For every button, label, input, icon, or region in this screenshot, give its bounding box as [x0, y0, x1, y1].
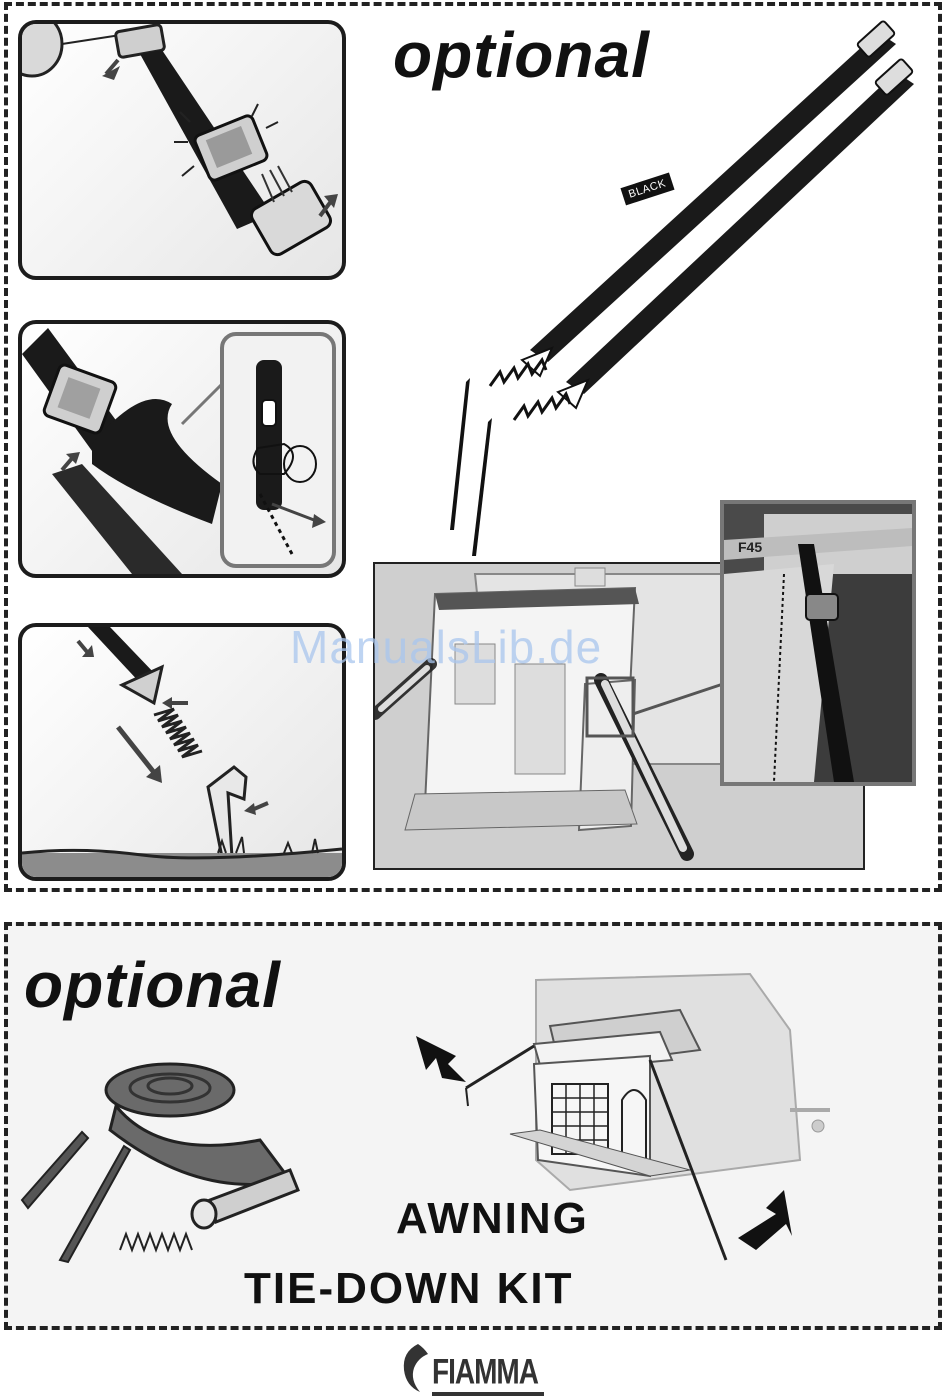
tie-down-straps-illustration — [430, 10, 920, 570]
kit-title-line-1: AWNING — [396, 1194, 589, 1244]
spring-icon — [154, 709, 202, 757]
buckle-tighten-illustration — [22, 24, 342, 276]
arrow-icon — [78, 641, 94, 657]
peg-icon — [450, 378, 492, 556]
fiamma-logo-icon — [398, 1340, 432, 1396]
arrow-icon — [244, 803, 268, 815]
arrow-icon — [738, 1190, 792, 1250]
awning-photo-inset: F45 — [720, 500, 916, 786]
kit-contents-illustration — [20, 1050, 320, 1270]
arrow-icon — [162, 697, 188, 709]
peg-icon — [22, 1132, 130, 1262]
photo-badge: F45 — [738, 539, 762, 555]
fiamma-logo: FIAMMA — [398, 1340, 548, 1398]
kit-title-line-2: TIE-DOWN KIT — [244, 1264, 574, 1314]
step-panel-strap-threading — [18, 320, 346, 578]
spring-icon — [120, 1234, 192, 1250]
spring-icon — [490, 360, 570, 420]
fiamma-wordmark: FIAMMA — [432, 1352, 538, 1392]
arrow-icon — [416, 1036, 466, 1082]
logo-underline — [432, 1392, 544, 1396]
arrow-icon — [118, 727, 162, 783]
strap-threading-illustration — [22, 324, 342, 574]
step-panel-buckle-tighten — [18, 20, 346, 280]
arrow-icon — [102, 60, 120, 80]
optional-heading-bottom: optional — [24, 948, 281, 1022]
watermark-text: ManualsLib.de — [290, 620, 602, 674]
awning-photo: F45 — [724, 504, 912, 782]
